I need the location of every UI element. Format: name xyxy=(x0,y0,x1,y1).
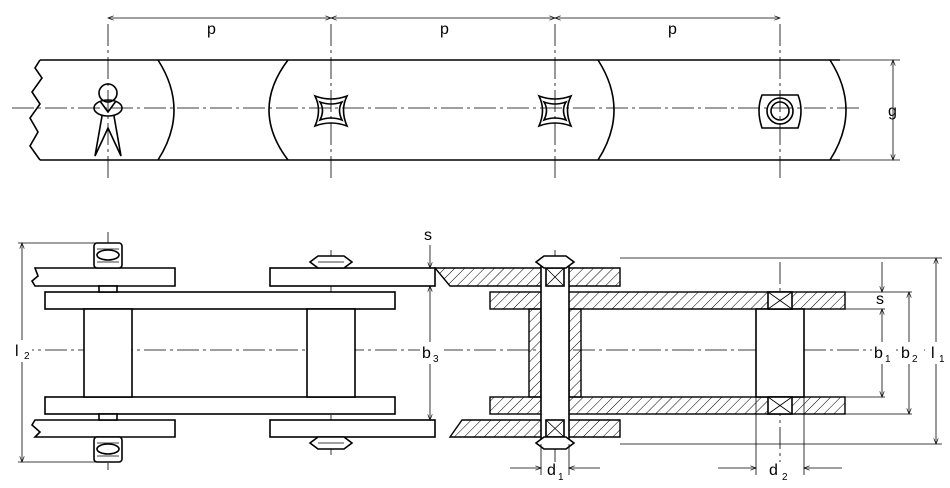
b1-subscript: 1 xyxy=(885,354,891,365)
bushing-cross-icon xyxy=(767,291,793,415)
pin-length-total-dimension: l 1 xyxy=(926,258,948,444)
outer-inner-width-dimension: b 2 xyxy=(898,292,924,414)
pitch-label: p xyxy=(668,21,677,38)
pin-head-icon xyxy=(93,242,123,463)
pitch-label: p xyxy=(207,21,216,38)
plate-edge xyxy=(597,59,615,161)
pitch-dimension: p p p xyxy=(108,18,780,38)
bushing-diameter-dimension: d 2 xyxy=(718,397,842,483)
chain-plan-view: l 2 s b 3 s b xyxy=(12,227,948,483)
pin-cross-icon xyxy=(534,255,576,450)
break-line xyxy=(29,59,43,161)
pitch-label: p xyxy=(440,21,449,38)
s-label: s xyxy=(424,227,432,244)
l1-subscript: 1 xyxy=(939,354,945,365)
plate-edge xyxy=(157,59,175,161)
b2-subscript: 2 xyxy=(912,354,918,365)
b3-label: b xyxy=(422,345,431,362)
pin-length-riveted-dimension: l 2 xyxy=(12,243,100,462)
pin-diameter-dimension: d 1 xyxy=(510,444,600,483)
d1-subscript: 1 xyxy=(558,472,564,483)
bushing-length-dimension: b 3 xyxy=(420,286,444,420)
bushing-end-icon xyxy=(537,94,573,128)
plate-edge xyxy=(268,59,289,161)
l2-subscript: 2 xyxy=(24,351,30,362)
l1-label: l xyxy=(931,345,935,362)
s-label-right: s xyxy=(876,291,884,308)
plate-thickness-dimension-right: s xyxy=(876,262,884,330)
b1-label: b xyxy=(874,345,883,362)
l2-label: l xyxy=(15,343,19,360)
b3-subscript: 3 xyxy=(433,354,439,365)
inner-width-dimension: b 1 xyxy=(872,330,896,397)
plate-thickness-dimension: s xyxy=(424,227,432,268)
d2-label: d xyxy=(769,462,778,479)
d1-label: d xyxy=(547,462,556,479)
bushing-end-icon xyxy=(313,94,349,128)
plate-height-dimension: g xyxy=(835,60,900,160)
plate-height-label: g xyxy=(888,103,897,120)
cotter-pin-icon xyxy=(93,83,123,157)
chain-side-view: p p p g xyxy=(12,18,900,182)
b2-label: b xyxy=(901,345,910,362)
d2-subscript: 2 xyxy=(782,472,788,483)
pin-end-icon xyxy=(758,94,802,129)
